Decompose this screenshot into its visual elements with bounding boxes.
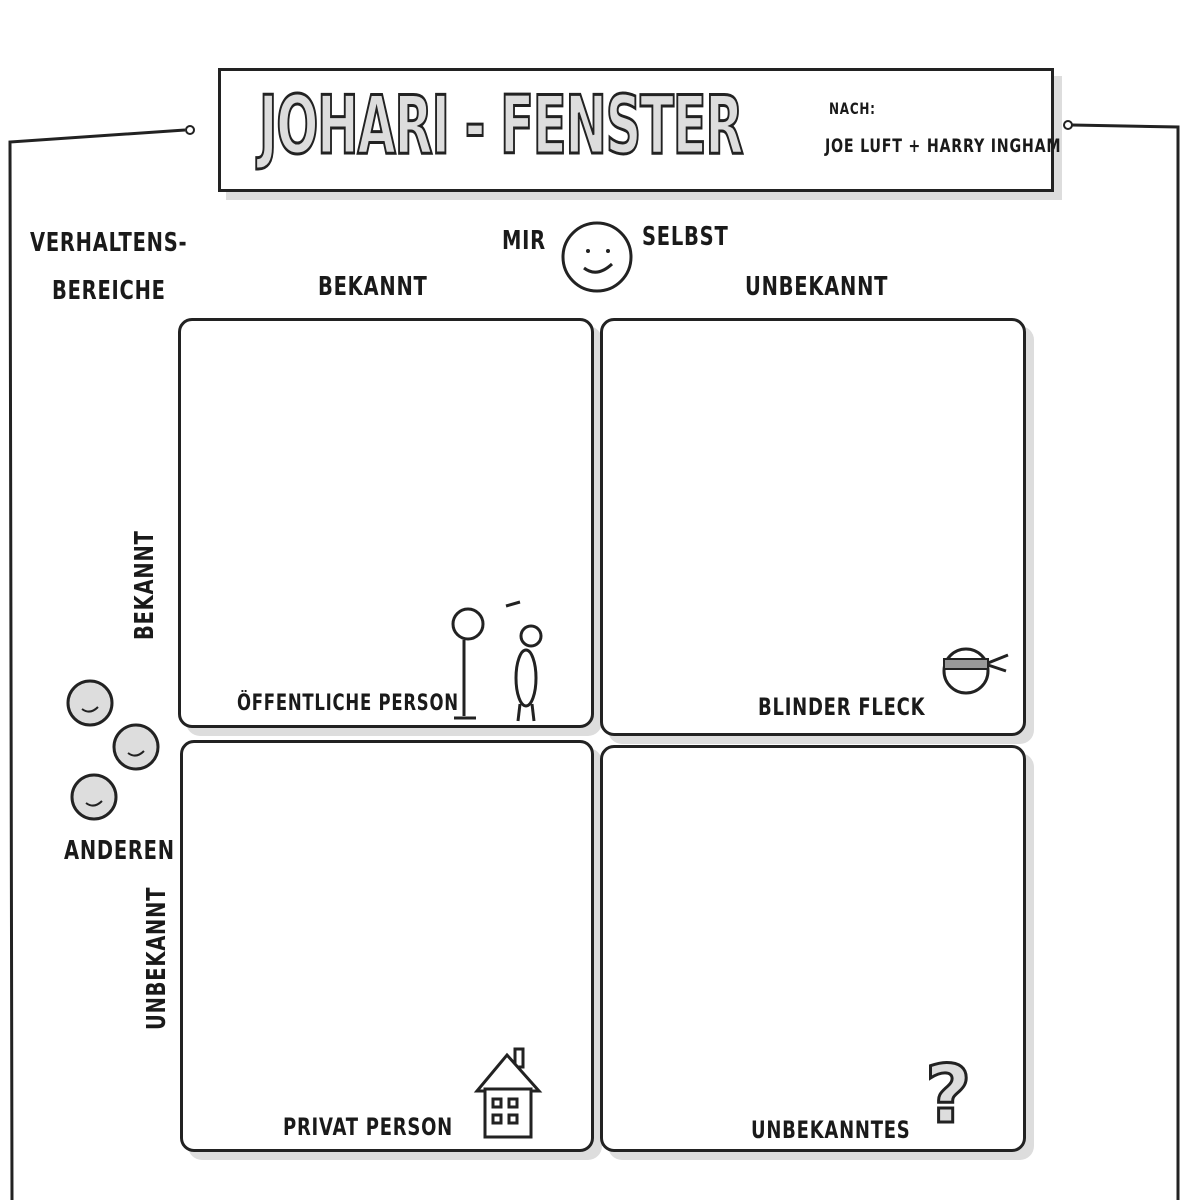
self-label-left: MIR (502, 226, 546, 256)
corner-label-2: BEREICHE (52, 276, 166, 306)
row-header-unknown: UNBEKANNT (142, 886, 172, 1030)
others-label: ANDEREN (64, 836, 175, 866)
self-label-right: SELBST (642, 222, 729, 252)
quadrant-hidden: PRIVAT PERSON (180, 740, 594, 1152)
page-title: JOHARI - FENSTER (258, 78, 744, 174)
quadrant-open: ÖFFENTLICHE PERSON (178, 318, 594, 728)
quadrant-label: BLINDER FLECK (758, 693, 926, 721)
attribution-label: NACH: (829, 99, 876, 118)
question-mark-icon: ? (923, 1047, 972, 1143)
column-header-known: BEKANNT (318, 272, 428, 302)
quadrant-label: UNBEKANNTES (751, 1116, 911, 1144)
corner-label-1: VERHALTENS- (30, 228, 188, 258)
quadrant-unknown: UNBEKANNTES ? (600, 745, 1026, 1152)
house-icon (473, 1047, 543, 1139)
spotlight-person-icon (451, 600, 543, 722)
quadrant-label: PRIVAT PERSON (283, 1113, 453, 1141)
row-header-known: BEKANNT (130, 530, 160, 640)
title-box: JOHARI - FENSTER NACH: JOE LUFT + HARRY … (218, 68, 1061, 192)
attribution-authors: JOE LUFT + HARRY INGHAM (825, 135, 1062, 157)
quadrant-blind: BLINDER FLECK (600, 318, 1026, 736)
column-header-unknown: UNBEKANNT (745, 272, 889, 302)
quadrant-label: ÖFFENTLICHE PERSON (237, 691, 459, 716)
smiley-self-icon (561, 221, 633, 293)
others-smileys-icon (66, 679, 160, 821)
blindfold-face-icon (942, 647, 1009, 695)
